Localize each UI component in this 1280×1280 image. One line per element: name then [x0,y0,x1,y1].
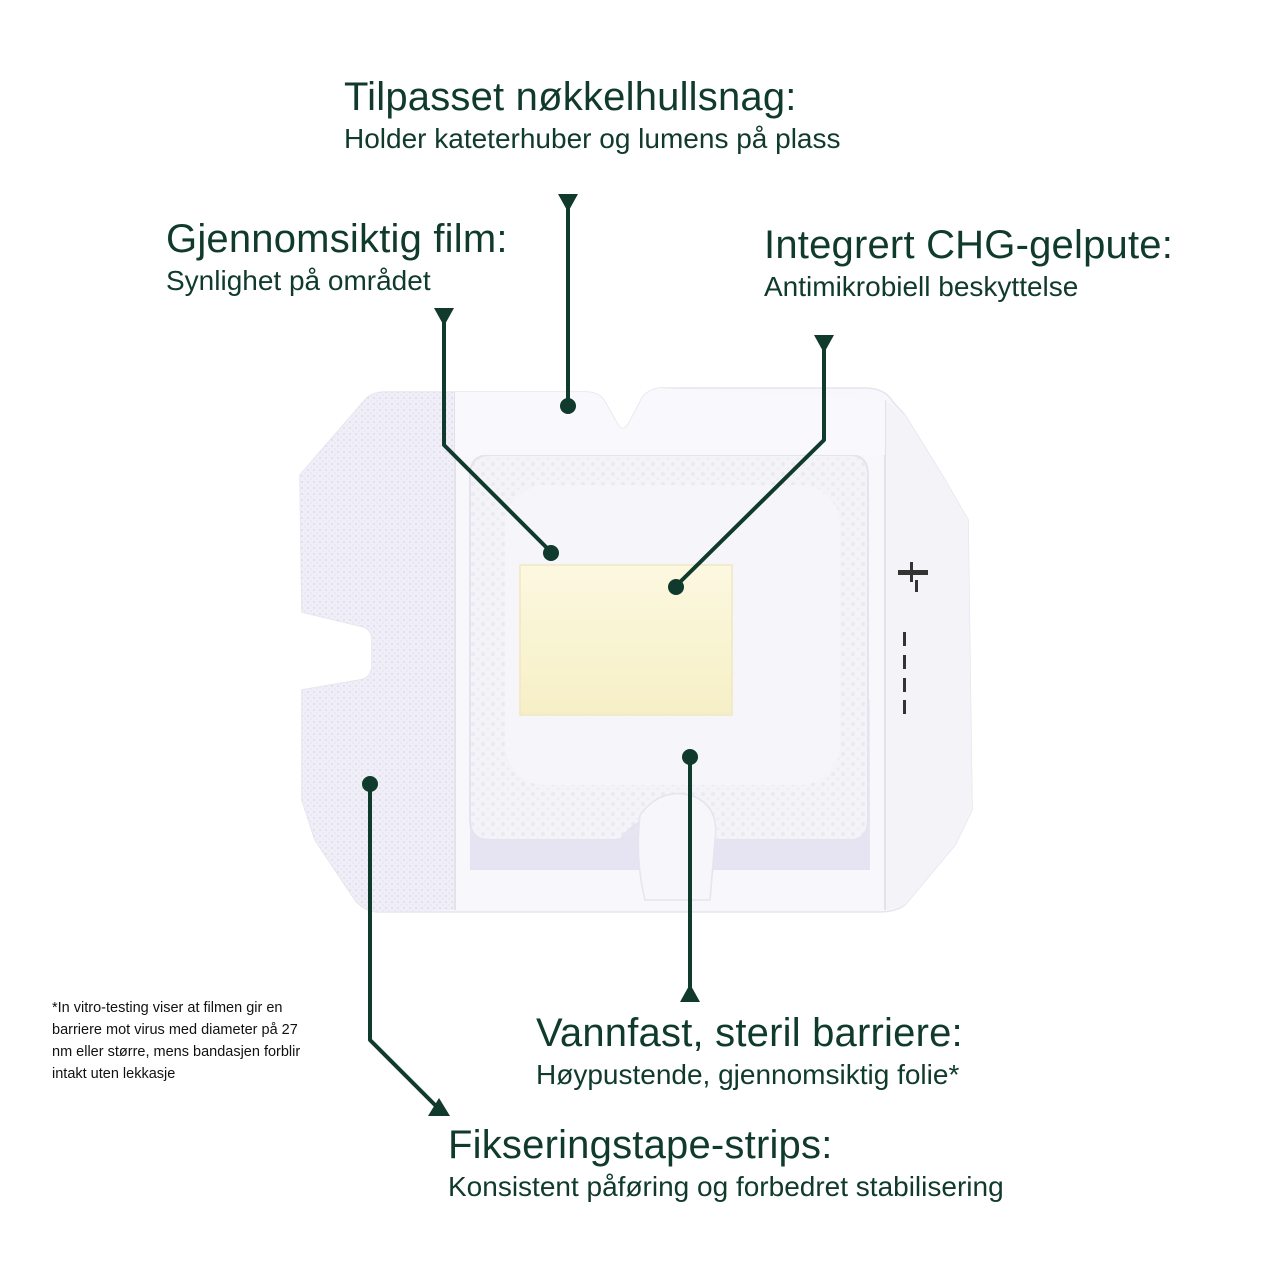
chg-gel-pad [519,564,733,716]
callout-strips: Fikseringstape-strips: Konsistent påføri… [448,1122,1004,1204]
leader-strips [368,784,440,1110]
dot-barrier [682,749,698,765]
callout-chg-title: Integrert CHG-gelpute: [764,223,1174,267]
arrow-strips [428,1098,450,1116]
dot-chg [668,579,684,595]
callout-strips-title: Fikseringstape-strips: [448,1123,833,1167]
callout-film: Gjennomsiktig film: Synlighet på området [166,216,508,298]
callout-barrier-sub: Høypustende, gjennomsiktig folie* [536,1059,960,1090]
callout-keyhole-title: Tilpasset nøkkelhullsnag: [344,75,797,119]
leader-markers [362,194,834,1116]
leader-chg [674,342,826,588]
callout-film-sub: Synlighet på området [166,265,431,296]
callout-barrier: Vannfast, steril barriere: Høypustende, … [536,1010,963,1092]
leader-lines [368,200,826,1110]
callout-chg: Integrert CHG-gelpute: Antimikrobiell be… [764,222,1173,304]
callout-keyhole-sub: Holder kateterhuber og lumens på plass [344,123,841,154]
arrow-keyhole [558,194,578,212]
callout-film-title: Gjennomsiktig film: [166,217,508,261]
left-tape-strip [300,392,455,912]
callout-barrier-title: Vannfast, steril barriere: [536,1011,963,1055]
arrow-barrier [680,984,700,1002]
callout-chg-sub: Antimikrobiell beskyttelse [764,271,1079,302]
callout-keyhole: Tilpasset nøkkelhullsnag: Holder kateter… [344,74,841,156]
dressing-markings [898,562,928,714]
leader-film [442,315,553,554]
callout-strips-sub: Konsistent påføring og forbedret stabili… [448,1171,1004,1202]
dot-film [543,545,559,561]
footnote: *In vitro-testing viser at filmen gir en… [52,1000,301,1082]
arrow-film [434,308,454,326]
bottom-tab [637,792,717,901]
right-tape-strip [885,400,972,910]
dot-strips [362,776,378,792]
dot-keyhole [560,398,576,414]
arrow-chg [814,335,834,353]
